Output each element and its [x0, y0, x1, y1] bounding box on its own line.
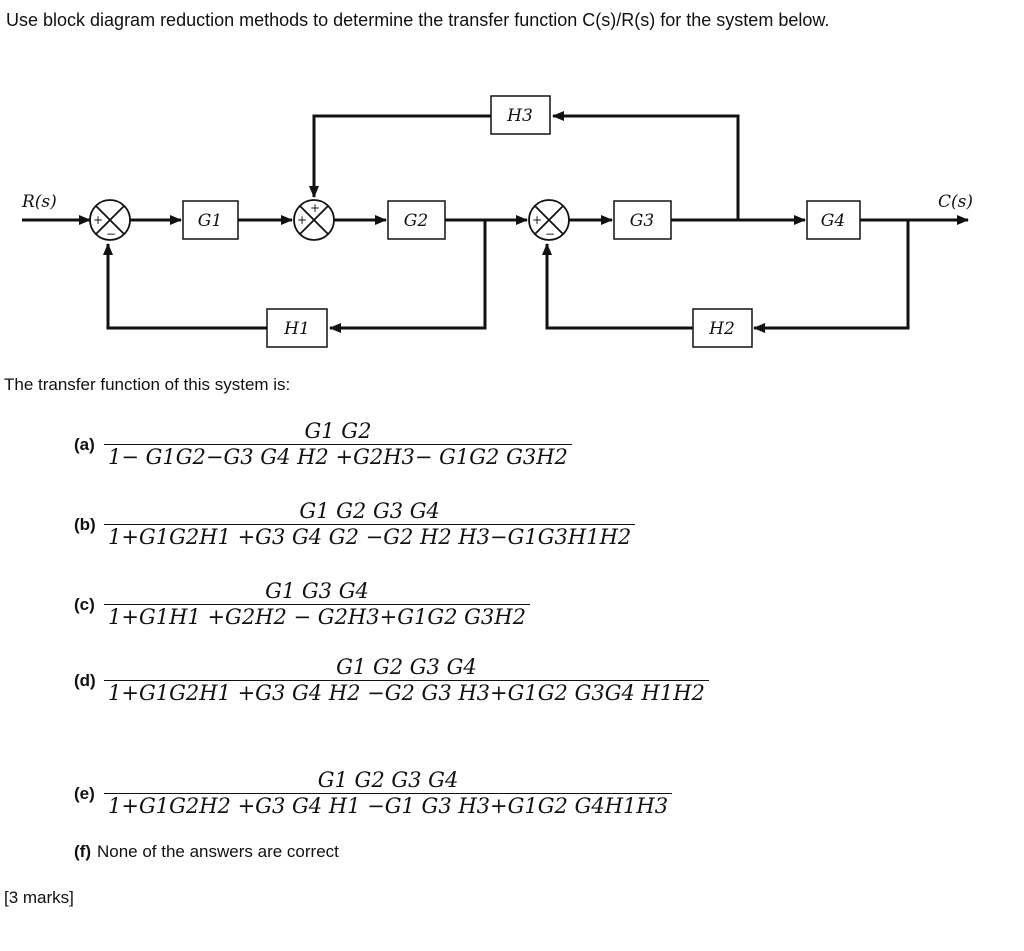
block-h1 — [266, 308, 328, 348]
option-a[interactable]: (a) G1 G2 1− G1G2−G3 G4 H2 +G2H3− G1G2 G… — [74, 419, 572, 470]
block-label: G3 — [630, 211, 654, 231]
block-g1 — [182, 200, 239, 240]
numerator: G1 G2 — [304, 419, 372, 443]
option-f[interactable]: (f) None of the answers are correct — [74, 842, 339, 862]
denominator: 1+G1G2H2 +G3 G4 H1 −G1 G3 H3+G1G2 G4H1H3 — [104, 793, 673, 819]
block-g3 — [613, 200, 672, 240]
option-label: (b) — [74, 514, 96, 534]
option-e[interactable]: (e) G1 G2 G3 G4 1+G1G2H2 +G3 G4 H1 −G1 G… — [74, 768, 673, 819]
block-label: H2 — [708, 319, 735, 339]
numerator: G1 G2 G3 G4 — [299, 499, 440, 523]
option-label: (a) — [74, 434, 95, 454]
fraction: G1 G2 G3 G4 1+G1G2H1 +G3 G4 H2 −G2 G3 H3… — [104, 655, 709, 706]
fraction: G1 G2 G3 G4 1+G1G2H2 +G3 G4 H1 −G1 G3 H3… — [104, 768, 673, 819]
denominator: 1+G1H1 +G2H2 − G2H3+G1G2 G3H2 — [104, 604, 530, 630]
denominator: 1+G1G2H1 +G3 G4 G2 −G2 H2 H3−G1G3H1H2 — [104, 524, 636, 550]
question-text: Use block diagram reduction methods to d… — [6, 10, 830, 30]
option-label: (e) — [74, 783, 95, 803]
sign-minus: − — [106, 227, 116, 241]
fraction: G1 G2 G3 G4 1+G1G2H1 +G3 G4 G2 −G2 H2 H3… — [104, 499, 636, 550]
fraction: G1 G2 1− G1G2−G3 G4 H2 +G2H3− G1G2 G3H2 — [104, 419, 572, 470]
summing-junction-3 — [528, 199, 570, 241]
option-b[interactable]: (b) G1 G2 G3 G4 1+G1G2H1 +G3 G4 G2 −G2 H… — [74, 499, 636, 550]
block-label: G1 — [198, 211, 222, 231]
block-diagram: + − + + + − G1 G2 G3 G4 H1 H2 H3 R(s) C(… — [21, 95, 973, 348]
fraction: G1 G3 G4 1+G1H1 +G2H2 − G2H3+G1G2 G3H2 — [104, 579, 530, 630]
block-g4 — [806, 200, 861, 240]
summing-junction-1 — [89, 199, 131, 241]
sign-minus: − — [545, 227, 555, 241]
output-label: C(s) — [938, 192, 973, 212]
marks-label: [3 marks] — [4, 888, 74, 907]
transfer-function-intro: The transfer function of this system is: — [4, 375, 291, 394]
sign-plus: + — [310, 201, 320, 215]
block-h2 — [692, 308, 753, 348]
block-g2 — [387, 200, 446, 240]
sign-plus: + — [93, 213, 103, 227]
input-label: R(s) — [21, 192, 57, 212]
block-h3 — [490, 95, 551, 135]
denominator: 1+G1G2H1 +G3 G4 H2 −G2 G3 H3+G1G2 G3G4 H… — [104, 680, 709, 706]
option-c[interactable]: (c) G1 G3 G4 1+G1H1 +G2H2 − G2H3+G1G2 G3… — [74, 579, 530, 630]
option-label: (d) — [74, 670, 96, 690]
option-text: None of the answers are correct — [96, 842, 339, 861]
numerator: G1 G2 G3 G4 — [317, 768, 459, 792]
numerator: G1 G3 G4 — [265, 579, 369, 603]
sign-plus: + — [532, 213, 542, 227]
denominator: 1− G1G2−G3 G4 H2 +G2H3− G1G2 G3H2 — [104, 444, 572, 470]
numerator: G1 G2 G3 G4 — [336, 655, 477, 679]
block-label: H1 — [283, 319, 310, 339]
summing-junction-2 — [293, 199, 335, 241]
option-d[interactable]: (d) G1 G2 G3 G4 1+G1G2H1 +G3 G4 H2 −G2 G… — [74, 655, 709, 706]
option-label: (f) — [74, 842, 91, 861]
block-label: G4 — [821, 211, 845, 231]
option-label: (c) — [74, 594, 95, 614]
block-label: G2 — [404, 211, 428, 231]
block-label: H3 — [506, 106, 533, 126]
sign-plus: + — [297, 213, 307, 227]
